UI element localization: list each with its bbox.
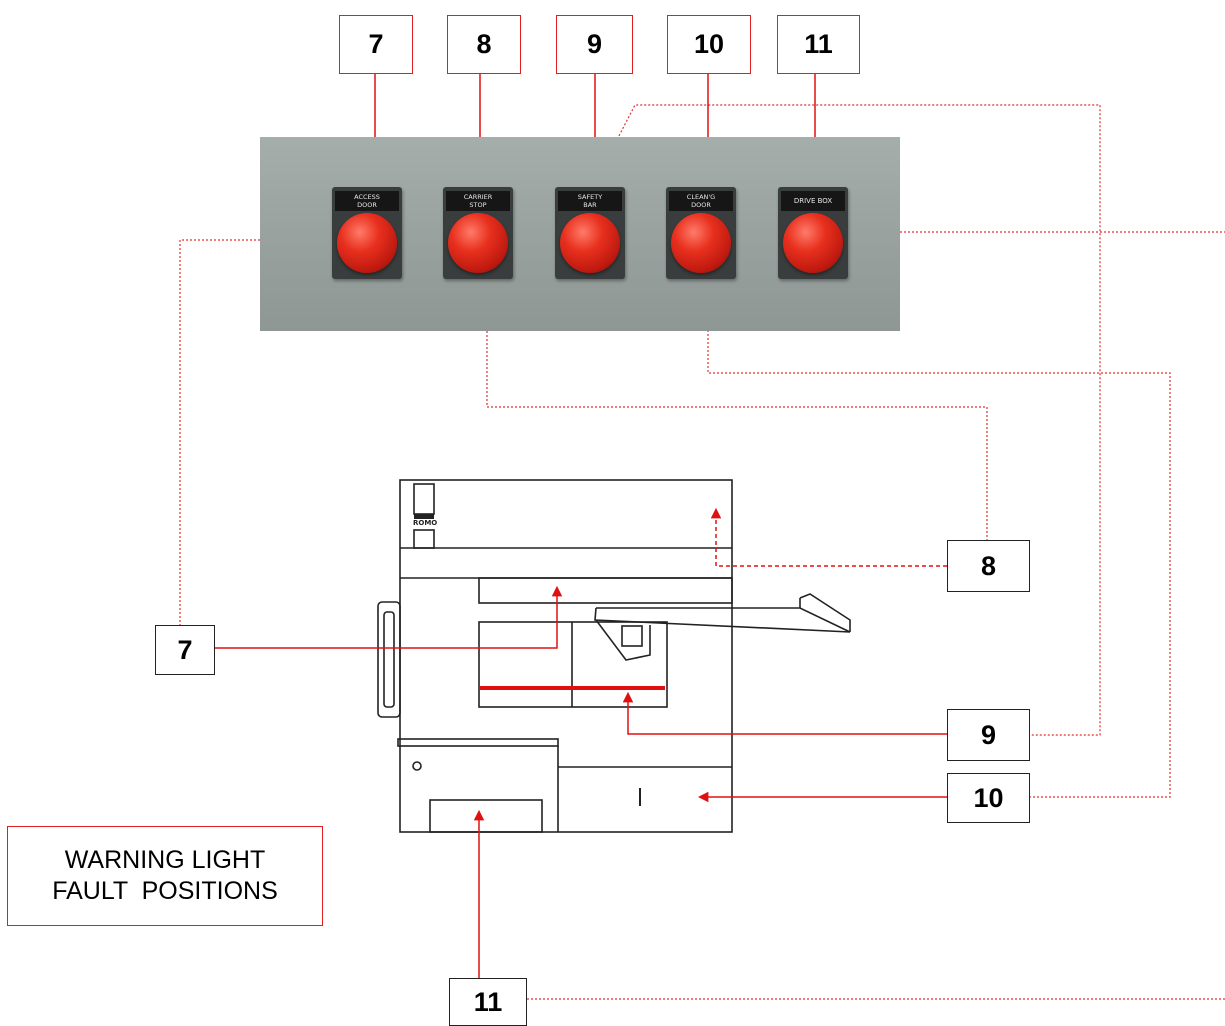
warning-line-2: FAULT POSITIONS [52,877,278,905]
safety-bar-lens [560,213,620,273]
warning-light-box: WARNING LIGHT FAULT POSITIONS [7,826,323,926]
cleaning-door-lens [671,213,731,273]
machine-drawing [377,479,851,833]
control-panel: ACCESS DOOR CARRIER STOP SAFETY BAR CLEA… [260,137,900,331]
cleaning-door-label: CLEAN'G DOOR [669,191,733,211]
top-label-11: 11 [777,15,860,74]
drive-box-lens [783,213,843,273]
callout-9: 9 [947,709,1030,761]
access-door-lens [337,213,397,273]
drive-box-label: DRIVE BOX [781,191,845,211]
top-label-10: 10 [667,15,751,74]
top-label-7: 7 [339,15,413,74]
machine-logo-text: ROMO [413,519,438,527]
dashed-arrow-8 [710,507,947,567]
callout-7: 7 [155,625,215,675]
safety-bar-label: SAFETY BAR [558,191,622,211]
carrier-stop-label: CARRIER STOP [446,191,510,211]
carrier-stop-lens [448,213,508,273]
warning-line-1: WARNING LIGHT [64,845,266,874]
access-door-label: ACCESS DOOR [335,191,399,211]
dotted-leaders [179,104,1225,1000]
machine-logo-bar [414,514,434,519]
callout-10: 10 [947,773,1030,823]
callout-8: 8 [947,540,1030,592]
top-label-8: 8 [447,15,521,74]
top-label-9: 9 [556,15,633,74]
callout-11: 11 [449,978,527,1026]
red-arrows [215,73,947,978]
